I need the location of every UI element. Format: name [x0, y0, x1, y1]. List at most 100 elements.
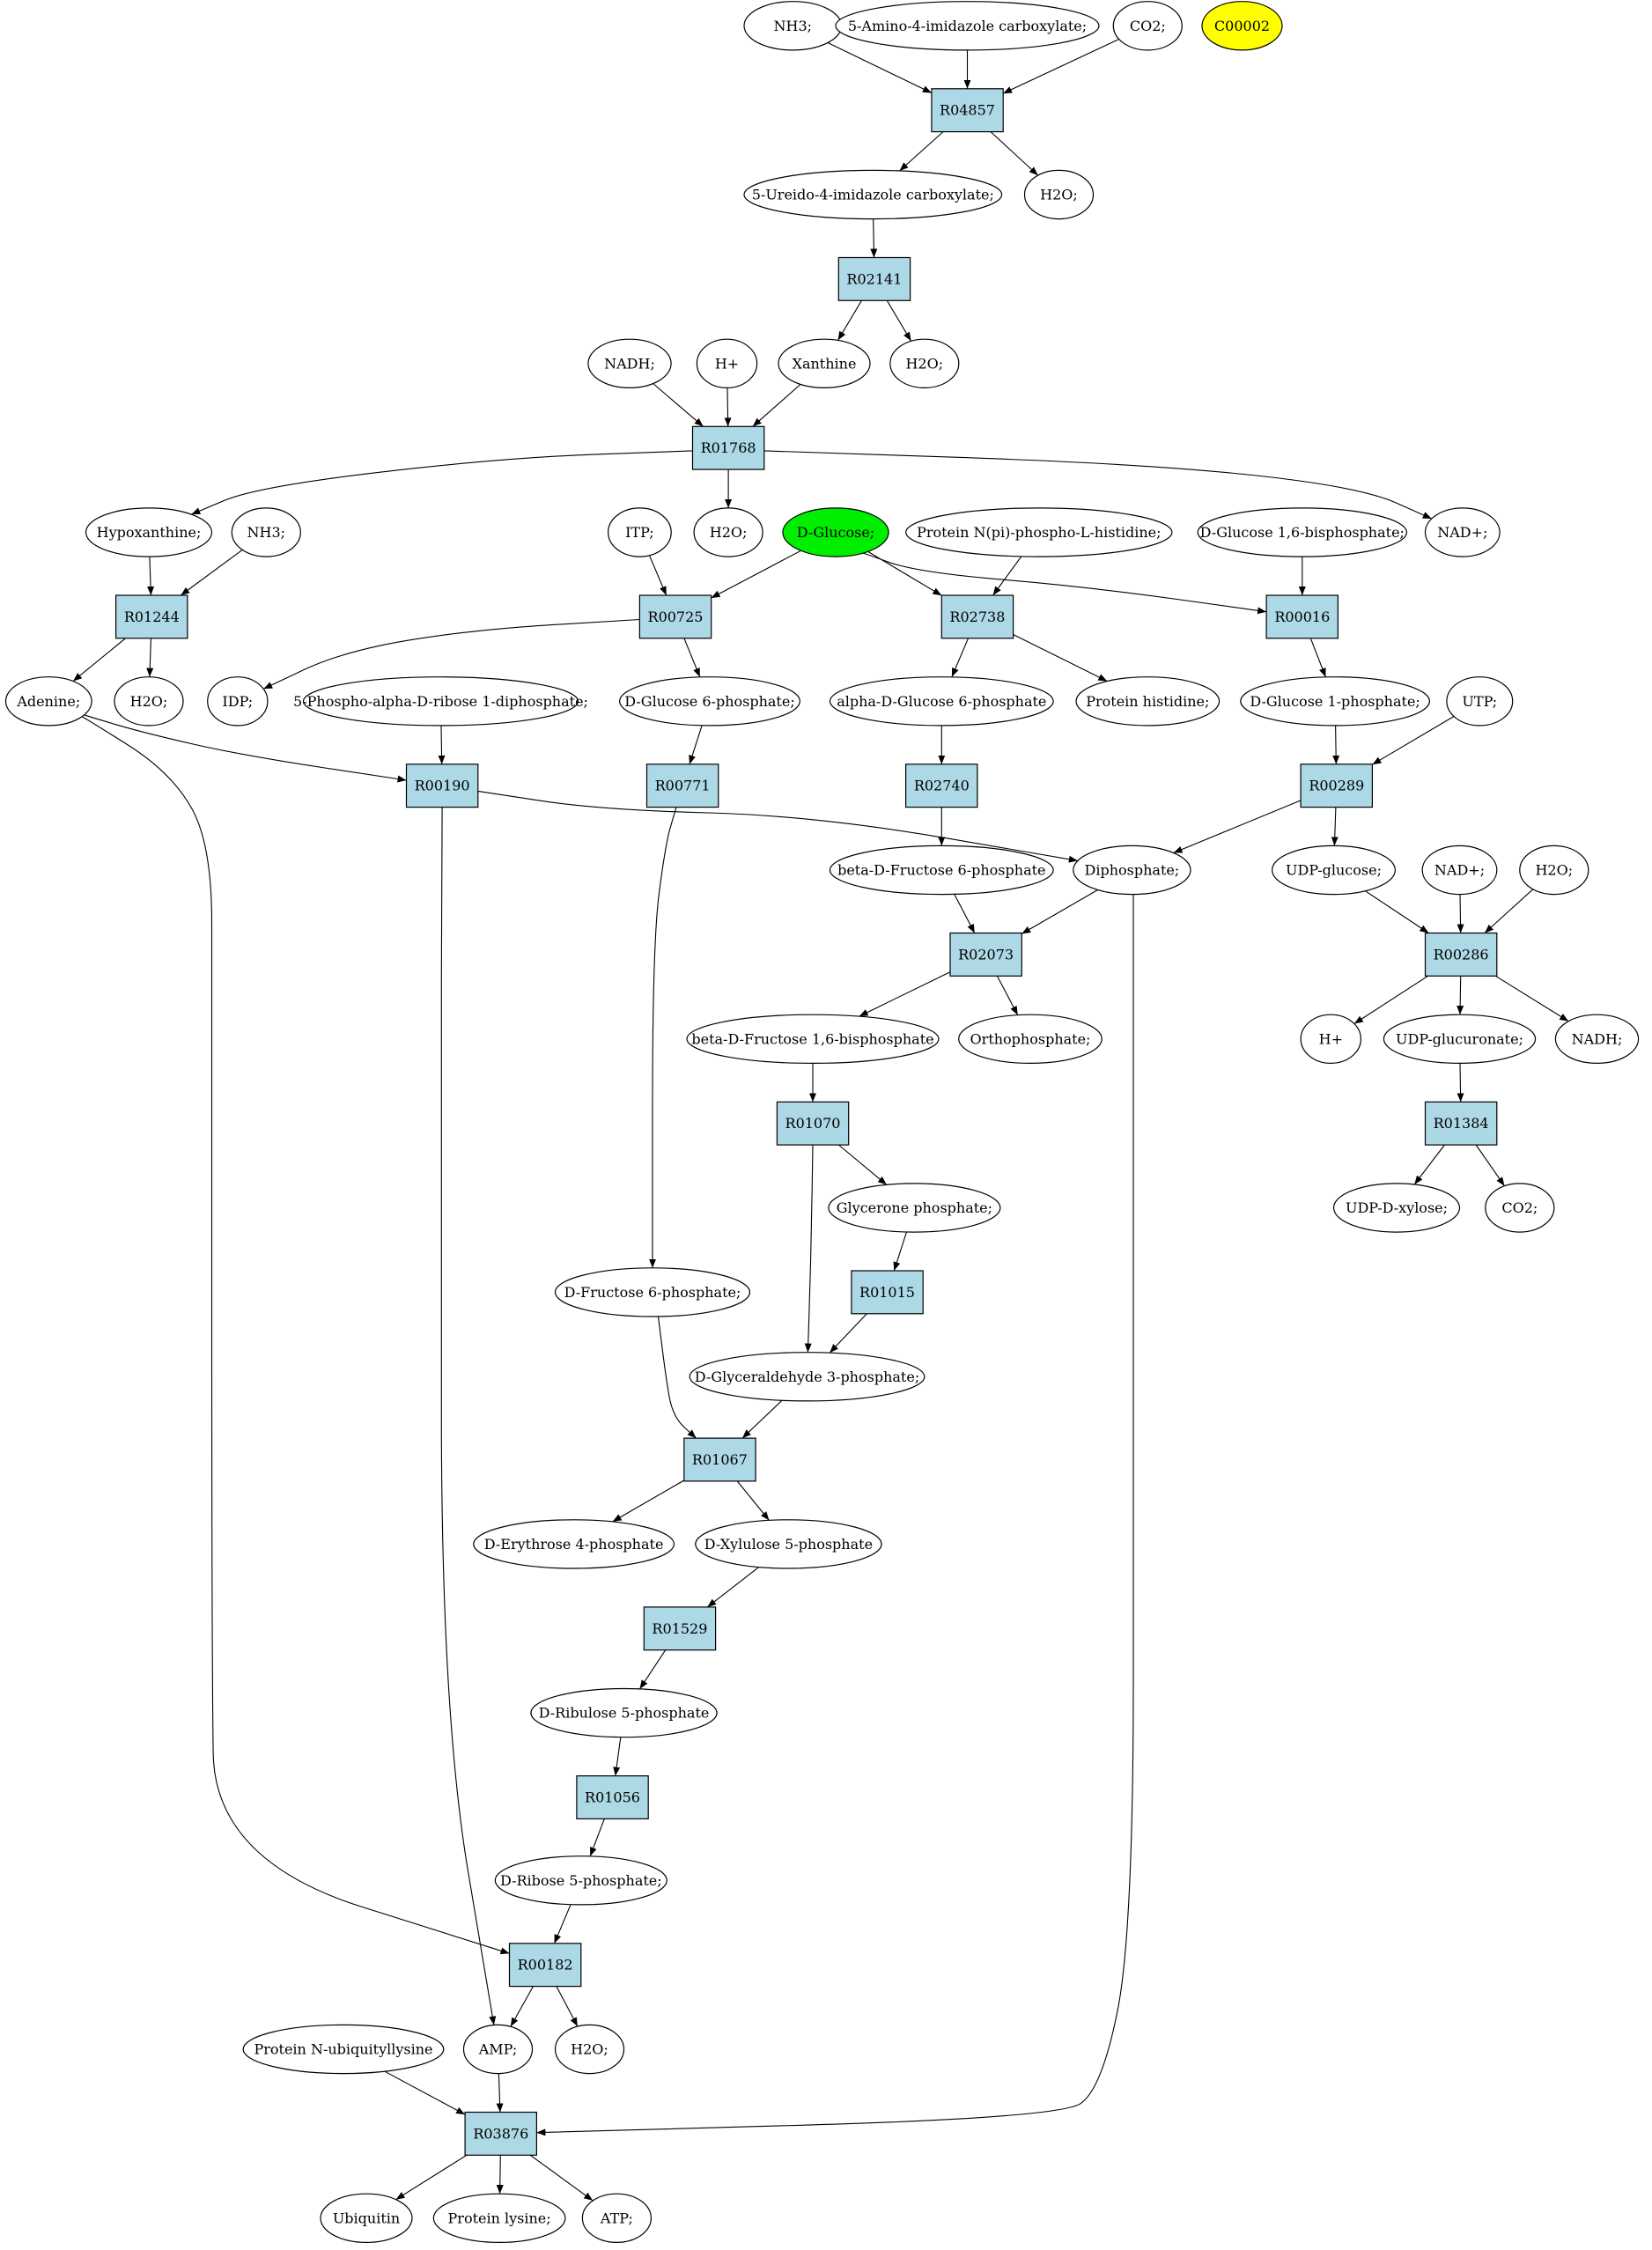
compound-node-c-dga3p[interactable]: D-Glyceraldehyde 3-phosphate; [689, 1352, 926, 1402]
compound-node-c-idp[interactable]: IDP; [207, 676, 269, 727]
reaction-node-r-r01244[interactable]: R01244 [115, 594, 188, 639]
compound-node-c-amp[interactable]: AMP; [462, 2024, 534, 2075]
compound-node-c-dg16bp[interactable]: D-Glucose 1,6-bisphosphate; [1197, 507, 1408, 557]
compound-ellipse [743, 169, 1003, 220]
edge-r-R00289-to-c-udpglc [1331, 807, 1339, 846]
compound-node-c-prothis[interactable]: Protein histidine; [1075, 676, 1221, 727]
compound-node-c-c00002[interactable]: C00002 [1201, 1, 1283, 51]
node-label: Protein N-ubiquityllysine [254, 2041, 432, 2058]
compound-ellipse [554, 1267, 751, 1317]
compound-node-c-utp[interactable]: UTP; [1446, 676, 1514, 727]
compound-node-c-udpglc[interactable]: UDP-glucose; [1271, 845, 1396, 896]
compound-node-c-bdf16bp[interactable]: beta-D-Fructose 1,6-bisphosphate [686, 1014, 940, 1065]
compound-node-c-udpglcu[interactable]: UDP-glucuronate; [1383, 1014, 1537, 1065]
compound-node-c-glyp[interactable]: Glycerone phosphate; [828, 1183, 1001, 1233]
edge-r-R00289-to-c-diphos [1173, 800, 1302, 854]
reaction-node-r-r01056[interactable]: R01056 [576, 1774, 649, 1819]
compound-node-c-dru5p[interactable]: D-Ribulose 5-phosphate [530, 1687, 718, 1738]
reaction-box [508, 1943, 582, 1988]
compound-node-c-dg6p[interactable]: D-Glucose 6-phosphate; [618, 676, 800, 727]
reaction-node-r-r00725[interactable]: R00725 [638, 594, 712, 639]
compound-node-c-atp[interactable]: ATP; [581, 2193, 653, 2243]
edge-c-dx5p-to-r-R01529 [706, 1567, 760, 1608]
compound-node-c-xanthine[interactable]: Xanthine [778, 338, 871, 388]
compound-node-c-dr5p[interactable]: D-Ribose 5-phosphate; [494, 1855, 667, 1906]
reaction-node-r-r01067[interactable]: R01067 [683, 1437, 756, 1482]
reaction-node-r-r00016[interactable]: R00016 [1265, 594, 1339, 639]
reaction-node-r-r01384[interactable]: R01384 [1424, 1101, 1498, 1146]
compound-node-c-udpxyl[interactable]: UDP-D-xylose; [1332, 1183, 1461, 1233]
compound-node-c-bdf6p[interactable]: beta-D-Fructose 6-phosphate [829, 845, 1054, 896]
edge-r-R01244-to-c-h2o-d [146, 638, 154, 677]
compound-node-c-nadh-a[interactable]: NADH; [587, 338, 672, 388]
reaction-node-r-r02738[interactable]: R02738 [940, 594, 1014, 639]
compound-node-c-hplus-a[interactable]: H+ [696, 338, 758, 388]
reaction-node-r-r00289[interactable]: R00289 [1300, 764, 1373, 808]
compound-node-c-h2o-b[interactable]: H2O; [889, 338, 960, 388]
compound-node-c-protnpi[interactable]: Protein N(pi)-phospho-L-histidine; [905, 507, 1173, 557]
compound-node-c-nh3-b[interactable]: NH3; [231, 507, 301, 557]
compound-ellipse [1554, 1014, 1640, 1065]
reaction-box [1300, 764, 1373, 808]
compound-node-c-dx5p[interactable]: D-Xylulose 5-phosphate [695, 1519, 882, 1569]
compound-node-c-h2o-d[interactable]: H2O; [114, 676, 184, 727]
compound-ellipse [85, 507, 213, 557]
compound-node-c-co2-b[interactable]: CO2; [1485, 1183, 1555, 1233]
compound-node-c-h2o-a[interactable]: H2O; [1023, 169, 1095, 220]
compound-node-c-orthop[interactable]: Orthophosphate; [958, 1014, 1103, 1065]
edge-r-R02738-to-c-prothis [1013, 634, 1108, 682]
compound-node-c-dglucose[interactable]: D-Glucose; [782, 507, 889, 557]
compound-node-c-uic[interactable]: 5-Ureido-4-imidazole carboxylate; [743, 169, 1003, 220]
reaction-node-r-r00182[interactable]: R00182 [508, 1943, 582, 1988]
compound-ellipse [530, 1687, 718, 1738]
compound-node-c-adenine[interactable]: Adenine; [4, 676, 92, 727]
compound-node-c-de4p[interactable]: D-Erythrose 4-phosphate [473, 1519, 675, 1569]
compound-ellipse [1446, 676, 1514, 727]
reaction-node-r-r03876[interactable]: R03876 [464, 2111, 537, 2156]
compound-ellipse [782, 507, 889, 557]
compound-node-c-nadplus-b[interactable]: NAD+; [1421, 845, 1498, 896]
compound-node-c-co2-a[interactable]: CO2; [1112, 1, 1183, 51]
compound-node-c-nh3-a[interactable]: NH3; [743, 1, 843, 51]
compound-node-c-df6p[interactable]: D-Fructose 6-phosphate; [554, 1267, 751, 1317]
reaction-node-r-r00286[interactable]: R00286 [1424, 932, 1498, 977]
reaction-node-r-r01070[interactable]: R01070 [776, 1101, 850, 1146]
compound-node-c-adg6p[interactable]: alpha-D-Glucose 6-phosphate [829, 676, 1054, 727]
edge-c-udpglc-to-r-R00286 [1364, 890, 1429, 933]
reaction-node-r-r00190[interactable]: R00190 [405, 764, 479, 808]
compound-node-c-nadplus-a[interactable]: NAD+; [1424, 507, 1501, 557]
compound-node-c-ubiquitin[interactable]: Ubiquitin [320, 2193, 413, 2243]
compound-node-c-hypox[interactable]: Hypoxanthine; [85, 507, 213, 557]
node-label: 5-Phospho-alpha-D-ribose 1-diphosphate; [293, 693, 588, 710]
compound-ellipse [114, 676, 184, 727]
reaction-node-r-r01529[interactable]: R01529 [643, 1606, 717, 1651]
node-label: Hypoxanthine; [97, 524, 202, 541]
compound-node-c-h2o-c[interactable]: H2O; [693, 507, 763, 557]
compound-node-c-h2o-e[interactable]: H2O; [1519, 845, 1589, 896]
compound-ellipse [1519, 845, 1589, 896]
reaction-node-r-r00771[interactable]: R00771 [645, 764, 719, 808]
compound-node-c-diphos[interactable]: Diphosphate; [1073, 845, 1191, 896]
node-label: Diphosphate; [1085, 862, 1180, 879]
compound-node-c-protnubq[interactable]: Protein N-ubiquityllysine [242, 2024, 445, 2075]
reaction-node-r-r02073[interactable]: R02073 [949, 932, 1022, 977]
compound-node-c-nadh-b[interactable]: NADH; [1554, 1014, 1640, 1065]
compound-node-c-hplus-b[interactable]: H+ [1300, 1014, 1362, 1065]
node-label: D-Glyceraldehyde 3-phosphate; [695, 1368, 919, 1385]
node-label: C00002 [1214, 18, 1270, 34]
compound-node-c-protlys[interactable]: Protein lysine; [432, 2193, 566, 2243]
reaction-node-r-r02740[interactable]: R02740 [904, 764, 978, 808]
compound-ellipse [828, 1183, 1001, 1233]
compound-node-c-prpp[interactable]: 5-Phospho-alpha-D-ribose 1-diphosphate; [293, 676, 588, 727]
reaction-node-r-r01768[interactable]: R01768 [691, 425, 765, 470]
node-label: Ubiquitin [333, 2209, 400, 2226]
compound-node-c-aic[interactable]: 5-Amino-4-imidazole carboxylate; [835, 1, 1100, 51]
reaction-box [1424, 1101, 1498, 1146]
compound-node-c-dg1p[interactable]: D-Glucose 1-phosphate; [1240, 676, 1430, 727]
reaction-node-r-r01015[interactable]: R01015 [851, 1270, 924, 1315]
compound-node-c-h2o-f[interactable]: H2O; [554, 2024, 625, 2075]
compound-ellipse [608, 507, 672, 557]
reaction-node-r-r02141[interactable]: R02141 [837, 256, 911, 301]
compound-node-c-itp[interactable]: ITP; [608, 507, 672, 557]
reaction-node-r-r04857[interactable]: R04857 [931, 88, 1004, 133]
